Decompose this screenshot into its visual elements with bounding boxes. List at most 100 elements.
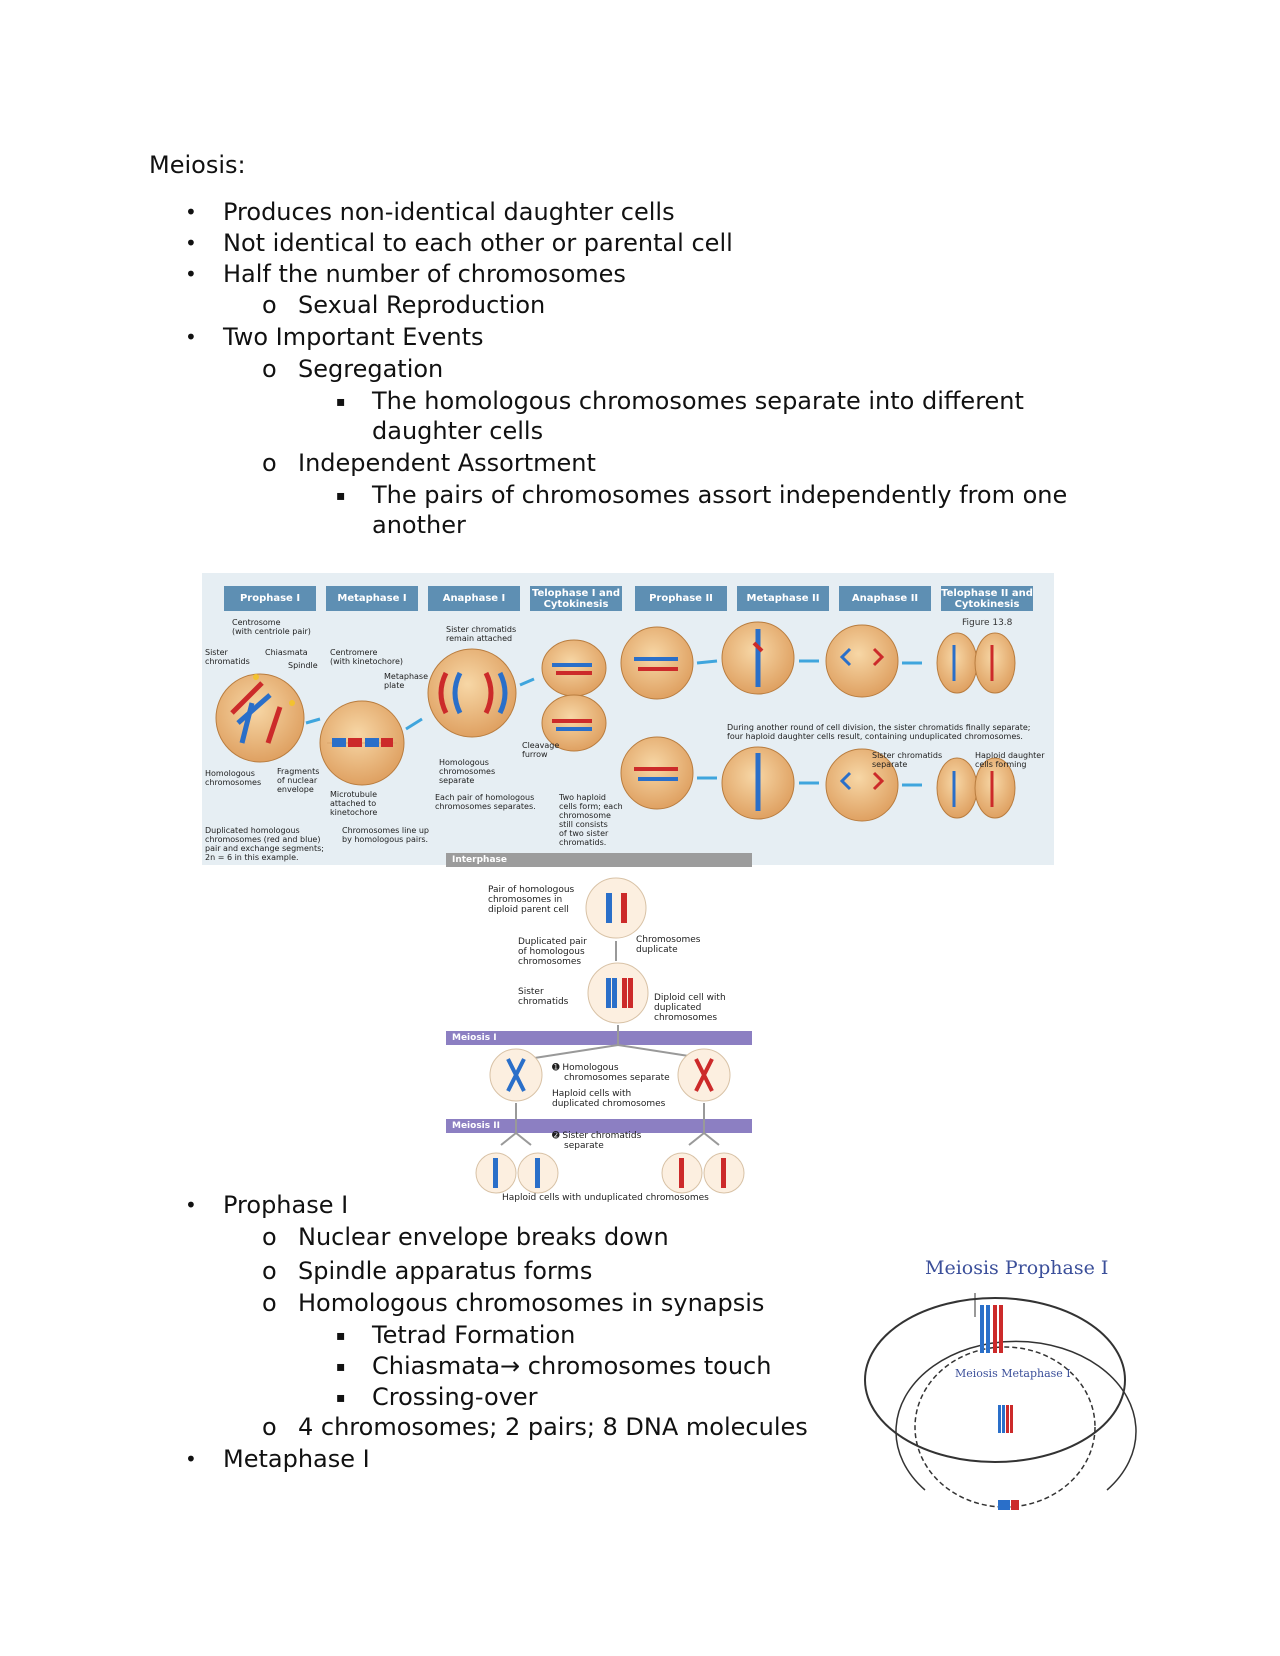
sub-bullet-marker: o — [262, 1413, 277, 1441]
figure-label: envelope — [277, 785, 314, 794]
figure-label: Homologous — [205, 769, 255, 778]
list-item: Independent Assortment — [298, 449, 596, 477]
figure-label: Each pair of homologous — [435, 793, 535, 802]
figure-label: duplicate — [636, 945, 678, 955]
stage-header: Anaphase I — [428, 586, 520, 611]
figure-label: plate — [384, 681, 405, 690]
page-title: Meiosis: — [149, 151, 246, 179]
stage-header: Metaphase I — [326, 586, 418, 611]
figure-label: ➋ Sister chromatids — [552, 1131, 642, 1141]
stage-header: Metaphase II — [737, 586, 829, 611]
list-item: Sexual Reproduction — [298, 291, 546, 319]
bullet-marker: • — [185, 200, 197, 224]
list-item: Tetrad Formation — [372, 1321, 576, 1349]
square-bullet-marker: ▪ — [336, 1328, 346, 1344]
meiosis-overview-figure: Interphase Meiosis I Meiosis II Pair of … — [446, 853, 752, 1205]
figure-label: Chiasmata — [265, 648, 308, 657]
list-item: Homologous chromosomes in synapsis — [298, 1289, 765, 1317]
bullet-marker: • — [185, 1193, 197, 1217]
list-item: Metaphase I — [223, 1445, 370, 1473]
interphase-band: Interphase — [446, 853, 752, 867]
list-item-continuation: another — [372, 511, 466, 539]
meiosis-stages-figure: Prophase I Metaphase I Anaphase I Teloph… — [202, 573, 1054, 865]
figure-label: During another round of cell division, t… — [727, 723, 1031, 732]
figure-label: chromatids — [205, 657, 250, 666]
bullet-marker: • — [185, 262, 197, 286]
figure-label: Duplicated homologous — [205, 826, 300, 835]
sub-bullet-marker: o — [262, 1223, 277, 1251]
figure-label: chromosomes in — [488, 895, 563, 905]
figure-label: Spindle — [288, 661, 318, 670]
figure-label: chromosomes (red and blue) — [205, 835, 321, 844]
figure-label: Cleavage — [522, 741, 560, 750]
sub-bullet-marker: o — [262, 355, 277, 383]
diagram-subtitle: Meiosis Metaphase I — [955, 1367, 1071, 1380]
figure-label: of homologous — [518, 947, 585, 957]
stage-header: Prophase I — [224, 586, 316, 611]
list-item: The homologous chromosomes separate into… — [372, 387, 1024, 415]
figure-label: separate — [439, 776, 475, 785]
figure-label: Sister — [205, 648, 228, 657]
figure-label: attached to — [330, 799, 377, 808]
figure-label: 2n = 6 in this example. — [205, 853, 299, 862]
list-item: The pairs of chromosomes assort independ… — [372, 481, 1068, 509]
list-item: Not identical to each other or parental … — [223, 229, 733, 257]
prophase-drawing — [864, 1293, 1137, 1510]
stage-header: Telophase II and Cytokinesis — [941, 586, 1033, 611]
figure-label: ➊ Homologous — [552, 1063, 619, 1073]
sub-bullet-marker: o — [262, 1289, 277, 1317]
figure-label: separate — [564, 1141, 604, 1151]
sub-bullet-marker: o — [262, 1257, 277, 1285]
list-item: 4 chromosomes; 2 pairs; 8 DNA molecules — [298, 1413, 808, 1441]
list-item: Prophase I — [223, 1191, 349, 1219]
figure-label: pair and exchange segments; — [205, 844, 324, 853]
figure-label: chromosome — [559, 811, 611, 820]
figure-label: Sister chromatids — [872, 751, 943, 760]
figure-label: Diploid cell with — [654, 993, 726, 1003]
bullet-marker: • — [185, 231, 197, 255]
figure-label: chromosomes separate — [564, 1073, 670, 1083]
figure-label: Sister — [518, 987, 544, 997]
figure-label: Pair of homologous — [488, 885, 575, 895]
figure-label: remain attached — [446, 634, 513, 643]
figure-label: of nuclear — [277, 776, 318, 785]
figure-number: Figure 13.8 — [962, 618, 1013, 628]
figure-label: Fragments — [277, 767, 320, 776]
figure-label: Metaphase — [384, 672, 429, 681]
square-bullet-marker: ▪ — [336, 1359, 346, 1375]
figure-label: of two sister — [559, 829, 609, 838]
figure-label: furrow — [522, 750, 548, 759]
list-item: Crossing-over — [372, 1383, 538, 1411]
figure-label: cells form; each — [559, 802, 623, 811]
meiosis2-band: Meiosis II — [446, 1119, 752, 1133]
figure-label: chromatids. — [559, 838, 607, 847]
figure-label: duplicated — [654, 1003, 702, 1013]
figure-label: Homologous — [439, 758, 489, 767]
figure-label: chromatids — [518, 997, 569, 1007]
figure-label: cells forming — [975, 760, 1027, 769]
figure-label: Chromosomes line up — [342, 826, 429, 835]
figure-label: Sister chromatids — [446, 625, 517, 634]
list-item: Two Important Events — [223, 323, 484, 351]
figure-label: (with centriole pair) — [232, 627, 311, 636]
stage-header: Anaphase II — [839, 586, 931, 611]
figure-label: Haploid daughter — [975, 751, 1045, 760]
diagram-title: Meiosis Prophase I — [925, 1257, 1109, 1279]
figure-label: chromosomes — [439, 767, 496, 776]
figure-label: chromosomes — [654, 1013, 718, 1023]
figure-label: Duplicated pair — [518, 937, 587, 947]
figure-label: chromosomes separates. — [435, 802, 536, 811]
square-bullet-marker: ▪ — [336, 488, 346, 504]
prophase-diagram: Meiosis Prophase I Meiosis Metaphase I — [855, 1245, 1205, 1530]
figure-label: kinetochore — [330, 808, 378, 817]
meiosis1-band: Meiosis I — [446, 1031, 752, 1045]
list-item: Half the number of chromosomes — [223, 260, 626, 288]
stage-header: Telophase I and Cytokinesis — [530, 586, 622, 611]
figure-label: still consists — [559, 820, 608, 829]
figure-label: Two haploid — [559, 793, 607, 802]
figure-label: Haploid cells with unduplicated chromoso… — [502, 1193, 709, 1203]
figure-label: Haploid cells with — [552, 1089, 632, 1099]
figure-label: chromosomes — [518, 957, 582, 967]
bullet-marker: • — [185, 325, 197, 349]
figure-label: four haploid daughter cells result, cont… — [727, 732, 1023, 741]
